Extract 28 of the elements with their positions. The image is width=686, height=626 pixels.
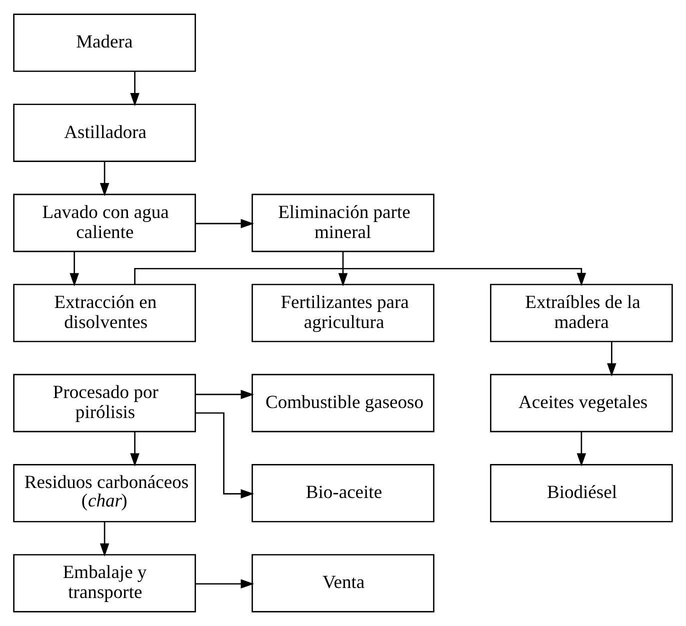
node-box: Extracción en disolventes	[13, 284, 196, 342]
node-box: Residuos carbonáceos (char)	[13, 464, 196, 522]
arrow	[100, 522, 110, 557]
arrow	[134, 268, 586, 286]
arrow	[338, 251, 348, 286]
node-box: Bio-aceite	[252, 464, 434, 522]
node-box: Aceites vegetales	[490, 374, 673, 432]
node-box: Extraíbles de la madera	[490, 284, 673, 342]
arrow	[130, 432, 140, 467]
node-box: Venta	[252, 554, 434, 612]
node-box: Combustible gaseoso	[252, 374, 434, 432]
arrow	[196, 412, 254, 498]
node-box: Madera	[13, 14, 196, 72]
node-box: Procesado por pirólisis	[13, 374, 196, 432]
node-box: Embalaje y transporte	[13, 554, 196, 612]
node-box: Fertilizantes para agricultura	[252, 284, 434, 342]
node-box: Eliminación parte mineral	[252, 194, 434, 252]
arrow	[130, 71, 140, 106]
arrow	[195, 579, 254, 589]
node-box: Biodiésel	[490, 464, 673, 522]
arrow	[195, 218, 254, 228]
arrow	[70, 251, 79, 286]
arrow	[100, 161, 110, 196]
node-box: Astilladora	[13, 104, 196, 162]
node-box: Lavado con agua caliente	[13, 194, 196, 252]
arrow	[576, 432, 586, 467]
arrow	[607, 342, 616, 376]
arrow	[195, 390, 254, 400]
